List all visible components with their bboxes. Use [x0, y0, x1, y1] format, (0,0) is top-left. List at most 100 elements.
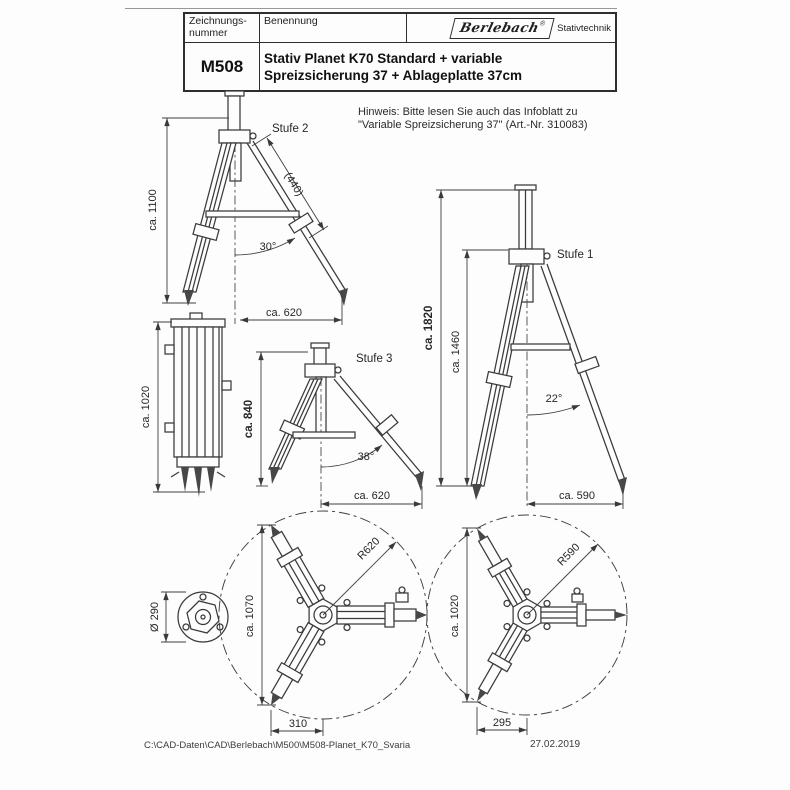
- stufe1-total-height-label: ca. 1820: [423, 306, 435, 351]
- stufe3-height-dimension: ca. 840: [243, 351, 308, 487]
- left-leg: [268, 378, 323, 470]
- folded-height-dimension: ca. 1020: [140, 321, 205, 493]
- tray: [292, 431, 356, 439]
- left-foot-spike: [472, 484, 482, 500]
- hub: [218, 129, 251, 144]
- hub: [304, 363, 336, 378]
- stufe2-label: Stufe 2: [272, 123, 308, 135]
- stufe3-angle-label: 38°: [358, 451, 375, 463]
- hint-note-line1: Hinweis: Bitte lesen Sie auch das Infobl…: [358, 106, 578, 118]
- leg-clamp: [375, 413, 399, 437]
- column-cap: [224, 90, 245, 97]
- tripod-leg: [336, 598, 427, 632]
- offset-label: 310: [289, 718, 307, 730]
- sheet-top-border: [125, 8, 617, 9]
- radius-label: R590: [555, 541, 582, 568]
- stufe2-width-label: ca. 620: [266, 307, 302, 319]
- offset-dimension: 295: [476, 707, 528, 735]
- height-dimension: ca. 1070: [244, 524, 276, 706]
- stufe1-side-view: Stufe 1 ca. 1820 ca. 1460 22° ca. 590: [423, 184, 627, 509]
- title-block: Zeichnungs- nummer Benennung Berlebach® …: [183, 12, 617, 92]
- stufe2-angle-dimension: 30°: [234, 237, 296, 256]
- top-view-stufe1: R590 ca. 1020 295: [426, 514, 628, 735]
- hint-note: Hinweis: Bitte lesen Sie auch das Infobl…: [358, 106, 588, 132]
- radius-label: R620: [355, 535, 382, 562]
- left-foot-spike: [184, 290, 194, 306]
- foot-spike: [181, 467, 189, 492]
- leg-bundle: [173, 326, 223, 458]
- brand-cell: Berlebach® Stativtechnik: [407, 14, 615, 42]
- stufe1-height-label: ca. 1460: [450, 331, 462, 373]
- title-block-header-row: Zeichnungs- nummer Benennung Berlebach® …: [185, 14, 615, 43]
- hub-knob: [249, 132, 257, 140]
- stufe2-angle-label: 30°: [260, 241, 277, 253]
- drawing-number-header: Zeichnungs- nummer: [185, 14, 260, 42]
- drawing-title: Stativ Planet K70 Standard + variable Sp…: [264, 50, 522, 83]
- plate-diameter-dimension: Ø 290: [149, 591, 186, 643]
- leg-bolt: [395, 592, 409, 603]
- foot-spike: [207, 467, 215, 492]
- center-column: [313, 347, 327, 366]
- tripod-leg: [539, 599, 627, 631]
- folded-height-label: ca. 1020: [140, 386, 152, 428]
- hub-knob: [334, 366, 342, 374]
- hub-plate: [186, 600, 220, 634]
- height-label: ca. 1070: [244, 595, 256, 637]
- title-block-value-row: M508 Stativ Planet K70 Standard + variab…: [185, 43, 615, 90]
- stufe1-label: Stufe 1: [557, 249, 593, 261]
- hint-note-line2: "Variable Spreizsicherung 37" (Art.-Nr. …: [358, 119, 588, 131]
- tripod-leg: [477, 528, 531, 609]
- tray: [205, 210, 300, 218]
- drawing-number: M508: [185, 43, 260, 90]
- stufe2-side-view: Stufe 2 ca. 1100 (440) 30° ca. 620: [147, 90, 348, 325]
- stufe2-height-label: ca. 1100: [147, 189, 159, 230]
- tray: [510, 343, 571, 351]
- stufe3-label: Stufe 3: [356, 353, 392, 365]
- right-leg: [333, 378, 417, 478]
- side-knob: [221, 380, 232, 391]
- stufe2-height-dimension: ca. 1100: [147, 117, 229, 304]
- file-path: C:\CAD-Daten\CAD\Berlebach\M500\M508-Pla…: [144, 740, 411, 751]
- offset-dimension: 310: [270, 710, 324, 736]
- right-foot-spike: [339, 288, 348, 306]
- height-dimension: ca. 1020: [449, 527, 481, 703]
- stufe2-leg-section-dimension: (440): [251, 133, 329, 239]
- height-label: ca. 1020: [449, 595, 461, 637]
- benennung-header: Benennung: [260, 14, 407, 42]
- offset-label: 295: [493, 717, 511, 729]
- brand-subtitle: Stativtechnik: [557, 22, 611, 34]
- stufe3-width-label: ca. 620: [354, 490, 390, 502]
- tripod-leg: [270, 621, 326, 706]
- foot-spike: [194, 467, 202, 497]
- tripod-leg: [270, 524, 326, 609]
- hub-knob: [543, 252, 551, 260]
- right-leg: [540, 265, 620, 483]
- plate-circle: [177, 591, 229, 643]
- stufe3-angle-dimension: 38°: [320, 444, 383, 468]
- drawing-date: 27.02.2019: [530, 739, 581, 750]
- leg-clamp: [574, 355, 600, 375]
- stufe1-total-height-dimension: ca. 1820: [423, 189, 517, 487]
- leg-bolt: [571, 593, 584, 603]
- left-foot-spike: [270, 467, 280, 484]
- tripod-leg: [477, 621, 531, 702]
- column-cap: [514, 184, 537, 191]
- stufe1-width-label: ca. 590: [559, 490, 595, 502]
- side-knob: [164, 422, 175, 433]
- stufe3-width-dimension: ca. 620: [321, 486, 423, 509]
- stufe1-angle-label: 22°: [546, 393, 563, 405]
- side-knob: [164, 344, 175, 355]
- leg-clamp: [485, 370, 513, 389]
- stufe2-width-dimension: ca. 620: [240, 296, 343, 325]
- stufe1-angle-dimension: 22°: [526, 393, 581, 416]
- stufe3-side-view: Stufe 3 ca. 840 38° ca. 620: [243, 342, 424, 509]
- leg-clamp: [192, 222, 220, 242]
- stufe1-width-dimension: ca. 590: [527, 488, 624, 509]
- stufe2-leg-section-label: (440): [282, 170, 306, 198]
- hub: [508, 248, 545, 265]
- plate-top-view: Ø 290: [149, 591, 229, 643]
- right-foot-spike: [415, 471, 424, 491]
- collar: [176, 456, 220, 468]
